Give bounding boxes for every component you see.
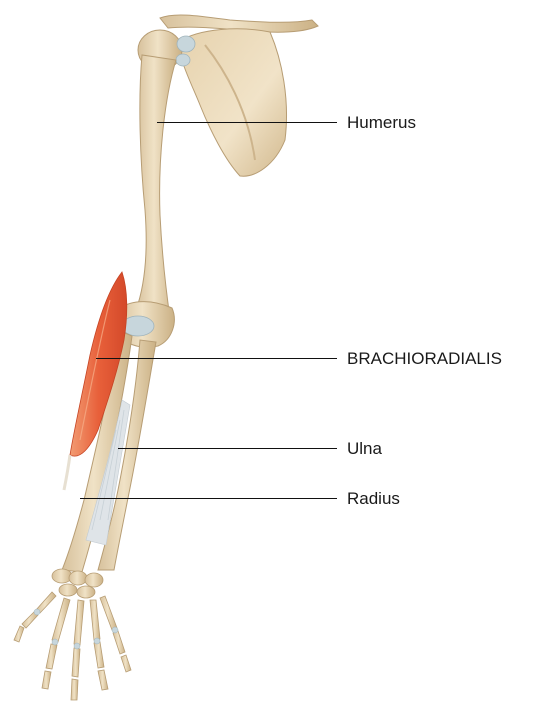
brachioradialis-leader-line xyxy=(96,358,337,359)
radius-leader-line xyxy=(80,498,337,499)
humerus-leader-line xyxy=(157,122,337,123)
radius-label: Radius xyxy=(347,489,400,509)
scapula-bone xyxy=(178,29,287,176)
brachioradialis-label: BRACHIORADIALIS xyxy=(347,349,502,369)
ulna-leader-line xyxy=(118,448,337,449)
ulna-label: Ulna xyxy=(347,439,382,459)
humerus-label: Humerus xyxy=(347,113,416,133)
hand-bones xyxy=(14,592,131,700)
humerus-bone xyxy=(136,55,176,318)
carpal-bones xyxy=(52,569,103,598)
